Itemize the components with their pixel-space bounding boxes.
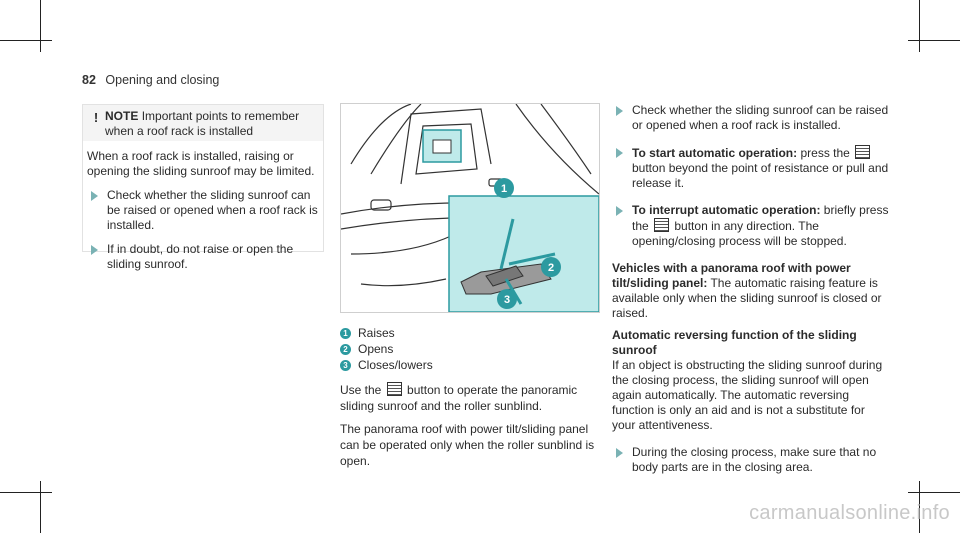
legend-item: 2 Opens — [340, 341, 598, 357]
arrow-bullet-icon — [91, 191, 98, 201]
warning-icon: ! — [93, 110, 99, 125]
arrow-bullet-icon — [616, 206, 623, 216]
operate-paragraph: Use the button to operate the panoramic … — [340, 382, 598, 414]
note-body: When a roof rack is installed, raising o… — [87, 149, 319, 272]
text-run: If an object is obstructing the sliding … — [612, 358, 883, 432]
reversing-paragraph: Automatic reversing function of the slid… — [612, 328, 890, 433]
text-run: button to operate the panoramic sliding … — [340, 383, 578, 413]
panorama-paragraph: The panorama roof with power tilt/slidin… — [340, 422, 595, 468]
note-bullet-text: Check whether the sliding sunroof can be… — [107, 188, 318, 232]
right-column: Check whether the sliding sunroof can be… — [612, 103, 890, 487]
bullet-heading: To interrupt automatic operation: — [632, 203, 821, 217]
callout-1-label: 1 — [501, 183, 507, 195]
sunroof-control-figure: 1 2 3 — [340, 103, 600, 313]
right-bullet: Check whether the sliding sunroof can be… — [612, 103, 890, 133]
figure-legend: 1 Raises 2 Opens 3 Closes/lowers Use the… — [340, 325, 598, 469]
right-bullet: To interrupt automatic operation: briefl… — [612, 203, 890, 249]
legend-number: 2 — [340, 343, 351, 355]
right-bullet: To start automatic operation: press the … — [612, 145, 890, 191]
bullet-heading: To start automatic operation: — [632, 146, 798, 160]
crop-mark — [0, 492, 52, 493]
legend-item: 1 Raises — [340, 325, 598, 341]
crop-mark — [919, 0, 920, 52]
sunroof-button-icon — [386, 382, 402, 396]
section-title: Opening and closing — [105, 73, 220, 87]
vehicles-paragraph: Vehicles with a panorama roof with power… — [612, 261, 890, 321]
legend-label: Raises — [358, 326, 395, 340]
callout-3 — [497, 289, 517, 309]
legend-label: Closes/lowers — [358, 358, 433, 372]
callout-2-label: 2 — [548, 262, 554, 274]
text-run: button beyond the point of resistance or… — [632, 161, 889, 190]
crop-mark — [0, 40, 52, 41]
bullet-text: Check whether the sliding sunroof can be… — [632, 103, 889, 132]
text-run: button in any direction. The opening/clo… — [632, 219, 847, 248]
note-paragraph: When a roof rack is installed, raising o… — [87, 149, 315, 178]
text-run: press the — [800, 146, 850, 160]
note-bullet: Check whether the sliding sunroof can be… — [87, 188, 319, 233]
callout-3-label: 3 — [504, 294, 510, 306]
page-number: 82 — [82, 73, 96, 87]
text-run: The automatic raising feature is availab… — [612, 276, 882, 320]
right-bullet: During the closing process, make sure th… — [612, 445, 890, 475]
note-title-text: Important points to remember when a roof… — [105, 109, 300, 138]
crop-mark — [40, 0, 41, 52]
callout-1 — [494, 178, 514, 198]
paragraph-heading: Automatic reversing function of the slid… — [612, 328, 857, 357]
legend-number: 1 — [340, 327, 351, 339]
note-box: ! NOTE Important points to remember when… — [82, 104, 324, 271]
sunroof-button-icon — [654, 218, 670, 232]
arrow-bullet-icon — [616, 448, 623, 458]
paragraph-heading: Vehicles with a panorama roof with power… — [612, 261, 851, 290]
note-title: NOTE Important points to remember when a… — [105, 109, 315, 139]
crop-mark — [40, 481, 41, 533]
watermark: carmanualsonline.info — [749, 502, 950, 524]
legend-label: Opens — [358, 342, 394, 356]
page-header: 82 Opening and closing — [82, 73, 219, 87]
crop-mark — [908, 492, 960, 493]
text-run: Use the — [340, 383, 382, 397]
note-bullet-text: If in doubt, do not raise or open the sl… — [107, 242, 294, 271]
note-bullet: If in doubt, do not raise or open the sl… — [87, 242, 319, 272]
note-label: NOTE — [105, 109, 139, 123]
arrow-bullet-icon — [91, 245, 98, 255]
crop-mark — [919, 481, 920, 533]
arrow-bullet-icon — [616, 106, 623, 116]
sunroof-button-icon — [855, 145, 871, 159]
crop-mark — [908, 40, 960, 41]
callout-2 — [541, 257, 561, 277]
arrow-bullet-icon — [616, 148, 623, 158]
legend-number: 3 — [340, 359, 351, 371]
text-run: briefly press the — [632, 203, 889, 233]
legend-item: 3 Closes/lowers — [340, 357, 598, 373]
bullet-text: During the closing process, make sure th… — [632, 445, 877, 474]
note-header: ! NOTE Important points to remember when… — [83, 105, 323, 141]
overhead-panel-illustration: 1 2 3 — [341, 104, 599, 312]
